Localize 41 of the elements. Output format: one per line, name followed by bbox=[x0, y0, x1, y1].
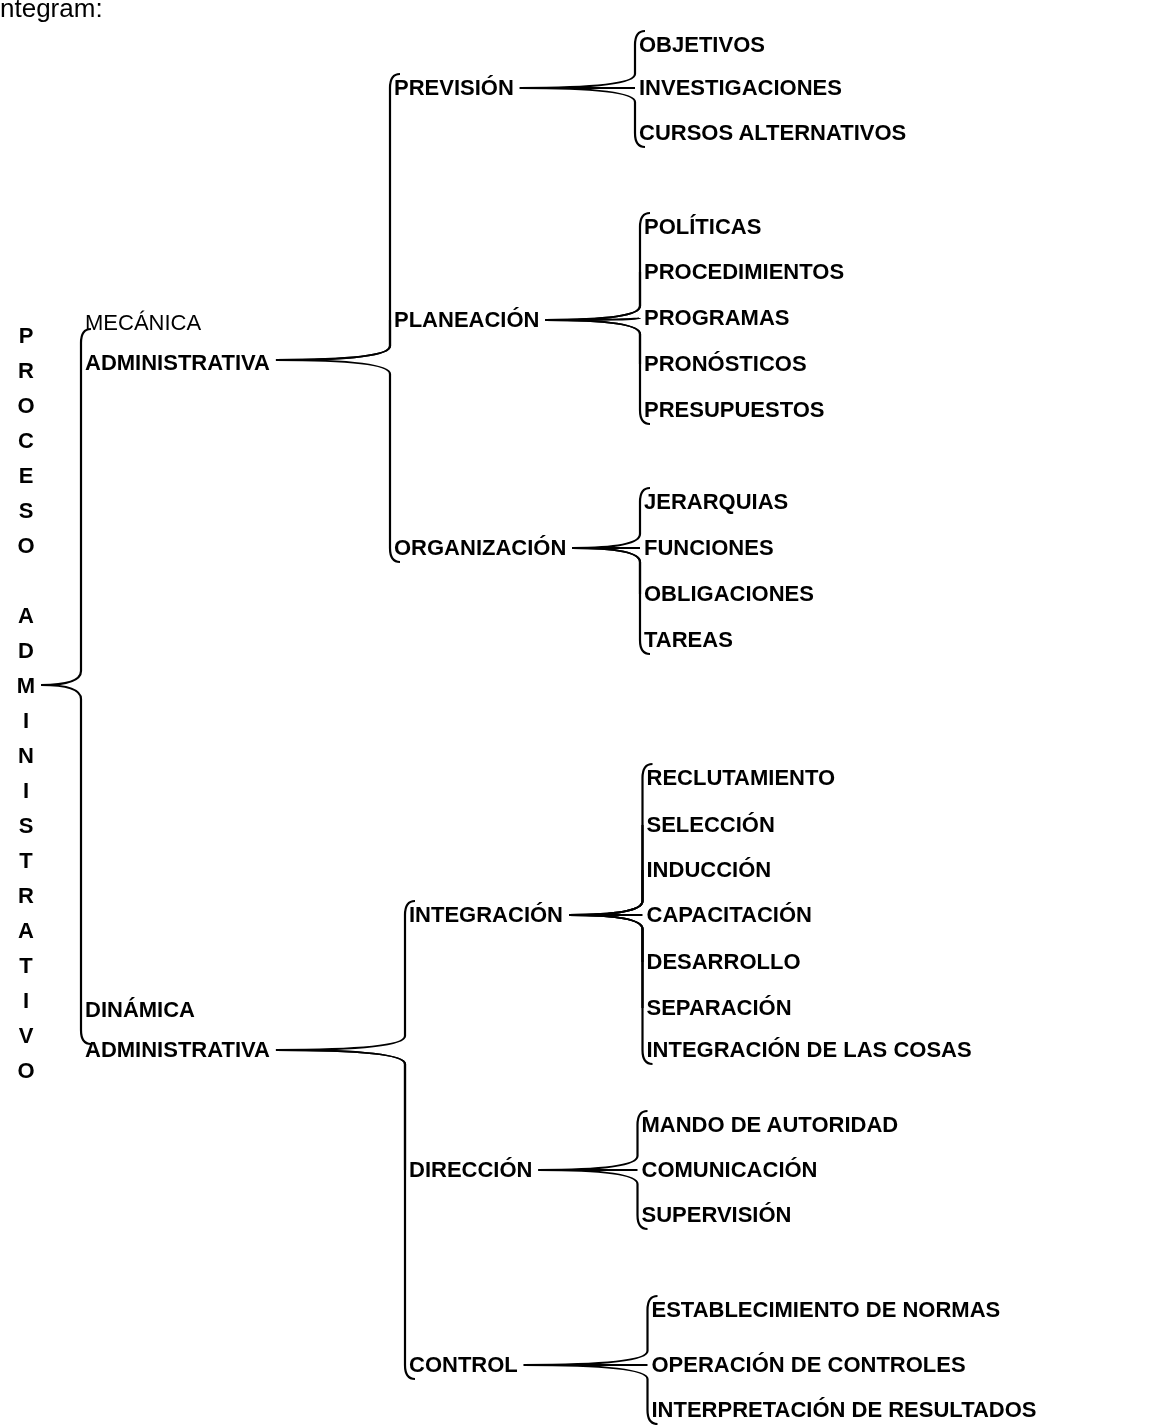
item-label: CURSOS ALTERNATIVOS bbox=[639, 120, 907, 146]
item-label: SELECCIÓN bbox=[646, 812, 775, 838]
item-label: INVESTIGACIONES bbox=[639, 75, 842, 101]
curly-brace bbox=[519, 86, 646, 149]
item-label: OPERACIÓN DE CONTROLES bbox=[651, 1352, 966, 1378]
item-label: INTEGRACIÓN DE LAS COSAS bbox=[646, 1037, 972, 1063]
item-label: POLÍTICAS bbox=[644, 214, 762, 240]
item-label: ESTABLECIMIENTO DE NORMAS bbox=[651, 1297, 1001, 1323]
item-label: INDUCCIÓN bbox=[646, 857, 772, 883]
cut-off-text: ntegram: bbox=[0, 0, 103, 22]
category-label: DINÁMICA ADMINISTRATIVA bbox=[85, 990, 325, 1070]
item-label: SEPARACIÓN bbox=[646, 995, 792, 1021]
item-label: CAPACITACIÓN bbox=[646, 902, 812, 928]
category-label: DIRECCIÓN bbox=[409, 1157, 533, 1183]
item-label: FUNCIONES bbox=[644, 535, 774, 561]
curly-brace bbox=[545, 318, 651, 426]
item-label: MANDO DE AUTORIDAD bbox=[641, 1112, 899, 1138]
category-label: ORGANIZACIÓN bbox=[394, 535, 567, 561]
curly-brace bbox=[41, 683, 92, 1046]
curly-brace bbox=[572, 546, 651, 656]
category-label: PLANEACIÓN bbox=[394, 307, 540, 333]
item-label: OBJETIVOS bbox=[639, 32, 765, 58]
item-label: PROGRAMAS bbox=[644, 305, 790, 331]
item-label: SUPERVISIÓN bbox=[641, 1202, 792, 1228]
vertical-title: PROCESO ADMINISTRATIVO bbox=[14, 318, 38, 1088]
category-label: INTEGRACIÓN bbox=[409, 902, 563, 928]
curly-brace bbox=[275, 1048, 416, 1381]
category-label: MECÁNICA ADMINISTRATIVA bbox=[85, 303, 325, 383]
item-label: COMUNICACIÓN bbox=[641, 1157, 818, 1183]
item-label: TAREAS bbox=[644, 627, 733, 653]
item-label: RECLUTAMIENTO bbox=[646, 765, 836, 791]
item-label: INTERPRETACIÓN DE RESULTADOS bbox=[651, 1397, 1037, 1423]
item-label: JERARQUIAS bbox=[644, 489, 789, 515]
category-label: PREVISIÓN bbox=[394, 75, 514, 101]
item-label: PRESUPUESTOS bbox=[644, 397, 825, 423]
item-label: PROCEDIMIENTOS bbox=[644, 259, 845, 285]
item-label: DESARROLLO bbox=[646, 949, 801, 975]
item-label: OBLIGACIONES bbox=[644, 581, 814, 607]
category-label: CONTROL bbox=[409, 1352, 518, 1378]
curly-brace bbox=[275, 358, 401, 564]
item-label: PRONÓSTICOS bbox=[644, 351, 807, 377]
